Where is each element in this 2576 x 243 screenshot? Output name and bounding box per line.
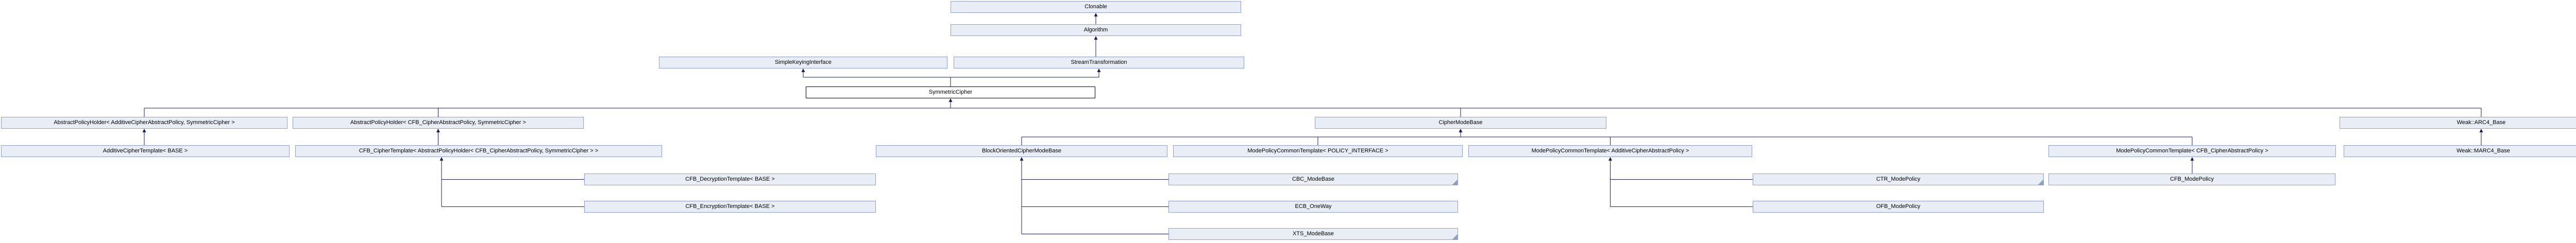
class-node-weak_marc4_base[interactable]: Weak::MARC4_Base	[2344, 145, 2576, 157]
class-node-xts_mode_base[interactable]: XTS_ModeBase	[1168, 228, 1458, 240]
class-node-aph_additive[interactable]: AbstractPolicyHolder< AdditiveCipherAbst…	[1, 117, 287, 129]
class-node-ctr_mode_policy[interactable]: CTR_ModePolicy	[1753, 173, 2044, 185]
class-node-label: AdditiveCipherTemplate< BASE >	[103, 148, 188, 154]
truncated-corner-icon	[1452, 180, 1458, 185]
class-node-mpct_additive[interactable]: ModePolicyCommonTemplate< AdditiveCipher…	[1468, 145, 1752, 157]
class-node-simple_keying_interface[interactable]: SimpleKeyingInterface	[659, 57, 947, 68]
class-node-cfb_encryption_template[interactable]: CFB_EncryptionTemplate< BASE >	[584, 201, 876, 213]
class-node-cipher_mode_base[interactable]: CipherModeBase	[1315, 117, 1606, 129]
class-node-label: OFB_ModePolicy	[1876, 203, 1921, 210]
class-node-label: ModePolicyCommonTemplate< AdditiveCipher…	[1531, 148, 1689, 154]
class-node-label: Weak::ARC4_Base	[2456, 119, 2506, 126]
class-node-label: CipherModeBase	[1438, 119, 1483, 126]
class-node-weak_arc4_base[interactable]: Weak::ARC4_Base	[2340, 117, 2576, 129]
class-node-label: CFB_DecryptionTemplate< BASE >	[685, 176, 775, 182]
class-node-label: SimpleKeyingInterface	[774, 59, 832, 65]
class-node-symmetric_cipher: SymmetricCipher	[806, 86, 1095, 98]
class-node-block_oriented_cipher_mode_base[interactable]: BlockOrientedCipherModeBase	[876, 145, 1167, 157]
class-node-mpct_cfb[interactable]: ModePolicyCommonTemplate< CFB_CipherAbst…	[2048, 145, 2336, 157]
class-node-clonable[interactable]: Clonable	[951, 1, 1241, 13]
class-node-cfb_cipher_template[interactable]: CFB_CipherTemplate< AbstractPolicyHolder…	[295, 145, 662, 157]
class-node-label: Weak::MARC4_Base	[2456, 148, 2510, 154]
class-node-label: AbstractPolicyHolder< CFB_CipherAbstract…	[350, 119, 526, 126]
class-node-label: ModePolicyCommonTemplate< POLICY_INTERFA…	[1247, 148, 1388, 154]
class-node-label: XTS_ModeBase	[1292, 231, 1334, 237]
class-node-label: ModePolicyCommonTemplate< CFB_CipherAbst…	[2116, 148, 2268, 154]
class-node-label: CFB_EncryptionTemplate< BASE >	[685, 203, 775, 210]
class-node-mpct_policy_interface[interactable]: ModePolicyCommonTemplate< POLICY_INTERFA…	[1173, 145, 1463, 157]
class-node-cbc_mode_base[interactable]: CBC_ModeBase	[1168, 173, 1458, 185]
truncated-corner-icon	[2038, 180, 2043, 185]
class-node-cfb_mode_policy[interactable]: CFB_ModePolicy	[2048, 173, 2335, 185]
class-node-label: AbstractPolicyHolder< AdditiveCipherAbst…	[54, 119, 235, 126]
class-node-label: Clonable	[1084, 4, 1107, 10]
class-node-label: CTR_ModePolicy	[1876, 176, 1921, 182]
class-node-label: CFB_CipherTemplate< AbstractPolicyHolder…	[359, 148, 599, 154]
class-node-label: CBC_ModeBase	[1292, 176, 1334, 182]
class-node-aph_cfb[interactable]: AbstractPolicyHolder< CFB_CipherAbstract…	[293, 117, 584, 129]
class-node-cfb_decryption_template[interactable]: CFB_DecryptionTemplate< BASE >	[584, 173, 876, 185]
truncated-corner-icon	[1452, 234, 1458, 239]
class-node-ecb_one_way[interactable]: ECB_OneWay	[1168, 201, 1458, 213]
class-node-label: CFB_ModePolicy	[2170, 176, 2214, 182]
class-node-label: SymmetricCipher	[928, 89, 973, 95]
class-node-label: StreamTransformation	[1071, 59, 1127, 65]
class-node-algorithm[interactable]: Algorithm	[951, 24, 1241, 36]
class-node-label: Algorithm	[1083, 27, 1108, 33]
class-node-additive_cipher_template[interactable]: AdditiveCipherTemplate< BASE >	[1, 145, 290, 157]
class-node-label: ECB_OneWay	[1295, 203, 1332, 210]
class-node-stream_transformation[interactable]: StreamTransformation	[954, 57, 1244, 68]
class-node-label: BlockOrientedCipherModeBase	[981, 148, 1062, 154]
class-node-ofb_mode_policy[interactable]: OFB_ModePolicy	[1753, 201, 2044, 213]
